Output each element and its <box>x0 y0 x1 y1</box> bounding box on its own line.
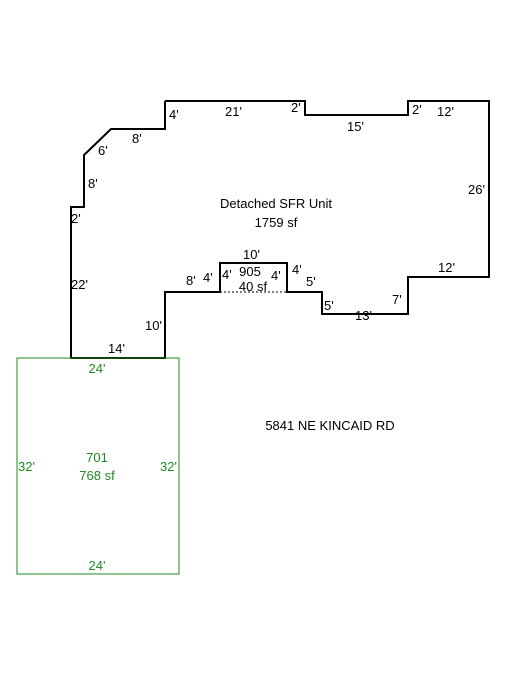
dim-bottom-14: 14' <box>108 341 125 356</box>
dim-top-15: 15' <box>347 119 364 134</box>
garage-area: 768 sf <box>79 468 115 483</box>
property-address: 5841 NE KINCAID RD <box>265 418 394 433</box>
dim-top-2b: 2' <box>412 102 422 117</box>
dim-top-21: 21' <box>225 104 242 119</box>
dim-step-5b: 5' <box>306 274 316 289</box>
dim-diag-6: 6' <box>98 143 108 158</box>
garage-name: 701 <box>86 450 108 465</box>
dim-step-12: 12' <box>438 260 455 275</box>
garage-dim-top: 24' <box>89 361 106 376</box>
dim-step-7: 7' <box>392 292 402 307</box>
dim-notch-10: 10' <box>243 247 260 262</box>
dim-notch-4-left-inner: 4' <box>222 267 232 282</box>
dim-upper-8: 8' <box>132 131 142 146</box>
dim-notch-4-left-outer: 4' <box>203 270 213 285</box>
dim-ledge-8: 8' <box>186 273 196 288</box>
dim-top-12: 12' <box>437 104 454 119</box>
main-unit-outline <box>70 100 490 359</box>
garage-dim-left: 32' <box>18 459 35 474</box>
main-unit-name: Detached SFR Unit <box>220 196 332 211</box>
addition-area: 40 sf <box>239 279 268 294</box>
dim-drop-10: 10' <box>145 318 162 333</box>
dim-top-2a: 2' <box>291 100 301 115</box>
garage-dim-bottom: 24' <box>89 558 106 573</box>
garage-dim-right: 32' <box>160 459 177 474</box>
dim-bottom-13: 13' <box>355 308 372 323</box>
dim-step-5a: 5' <box>324 298 334 313</box>
dim-left-8: 8' <box>88 176 98 191</box>
dim-right-26: 26' <box>468 182 485 197</box>
dim-left-2: 2' <box>71 211 81 226</box>
dim-notch-4-right-outer: 4' <box>292 262 302 277</box>
garage-outline <box>16 357 180 575</box>
dim-top-left-4: 4' <box>169 107 179 122</box>
addition-name: 905 <box>239 264 261 279</box>
dim-left-22: 22' <box>71 277 88 292</box>
dim-notch-4-right-inner: 4' <box>271 268 281 283</box>
main-unit-area: 1759 sf <box>255 215 298 230</box>
